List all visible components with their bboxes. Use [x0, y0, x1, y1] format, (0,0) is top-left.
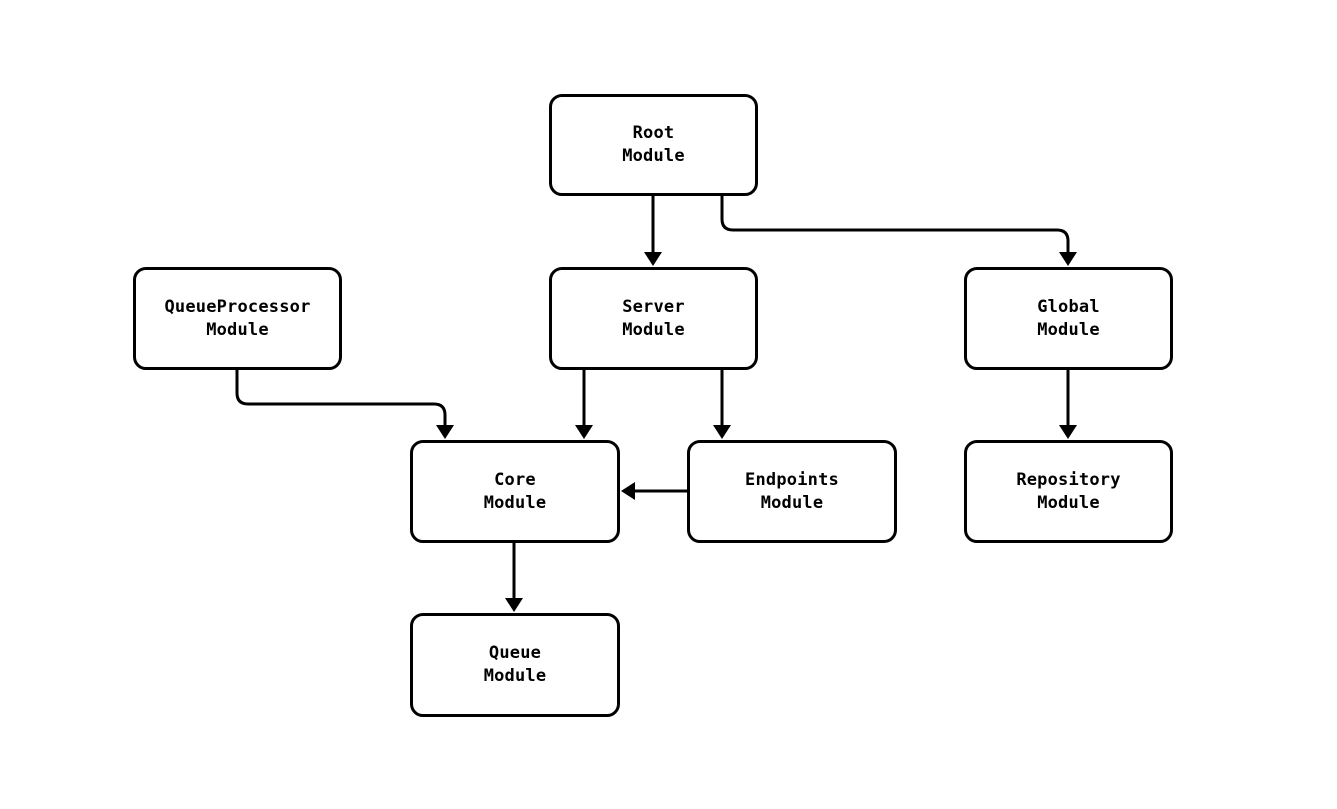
node-server-line1: Server — [622, 296, 685, 317]
arrowhead-server-to-core — [575, 425, 593, 439]
node-repository-line2: Module — [1037, 492, 1100, 513]
node-root[interactable]: Root Module — [549, 94, 758, 196]
node-queue-line2: Module — [483, 666, 547, 686]
edge-queueprocessor-to-core — [235, 370, 447, 427]
node-global[interactable]: Global Module — [964, 267, 1173, 370]
arrowhead-global-to-repository — [1059, 425, 1077, 439]
node-server-line2: Module — [622, 319, 685, 340]
arrowhead-endpoints-to-core — [621, 482, 635, 500]
node-repository[interactable]: Repository Module — [964, 440, 1173, 543]
arrowhead-core-to-queue — [505, 598, 523, 612]
node-endpoints-line2: Module — [760, 492, 824, 513]
node-repository-line1: Repository — [1016, 469, 1121, 490]
node-endpoints-line1: Endpoints — [745, 469, 839, 490]
node-endpoints[interactable]: Endpoints Module — [687, 440, 897, 543]
arrowhead-queueprocessor-to-core — [436, 425, 454, 439]
node-queue[interactable]: Queue Module — [410, 613, 620, 717]
node-queueprocessor[interactable]: QueueProcessor Module — [133, 267, 342, 370]
node-core-line1: Core — [494, 469, 536, 490]
node-global-line2: Module — [1037, 319, 1100, 340]
node-core-line2: Module — [483, 492, 547, 513]
node-root-line1: Root — [632, 123, 675, 143]
node-root-line2: Module — [622, 146, 685, 166]
arrowhead-root-to-global — [1059, 252, 1077, 266]
node-server[interactable]: Server Module — [549, 267, 758, 370]
node-core[interactable]: Core Module — [410, 440, 620, 543]
node-global-line1: Global — [1037, 296, 1100, 317]
arrowhead-server-to-endpoints — [713, 425, 731, 439]
node-queueprocessor-line2: Module — [206, 319, 269, 340]
node-queueprocessor-line1: QueueProcessor — [164, 296, 311, 317]
arrowhead-root-to-server — [644, 252, 662, 266]
edge-root-to-global — [720, 196, 1070, 254]
node-queue-line1: Queue — [488, 643, 542, 663]
